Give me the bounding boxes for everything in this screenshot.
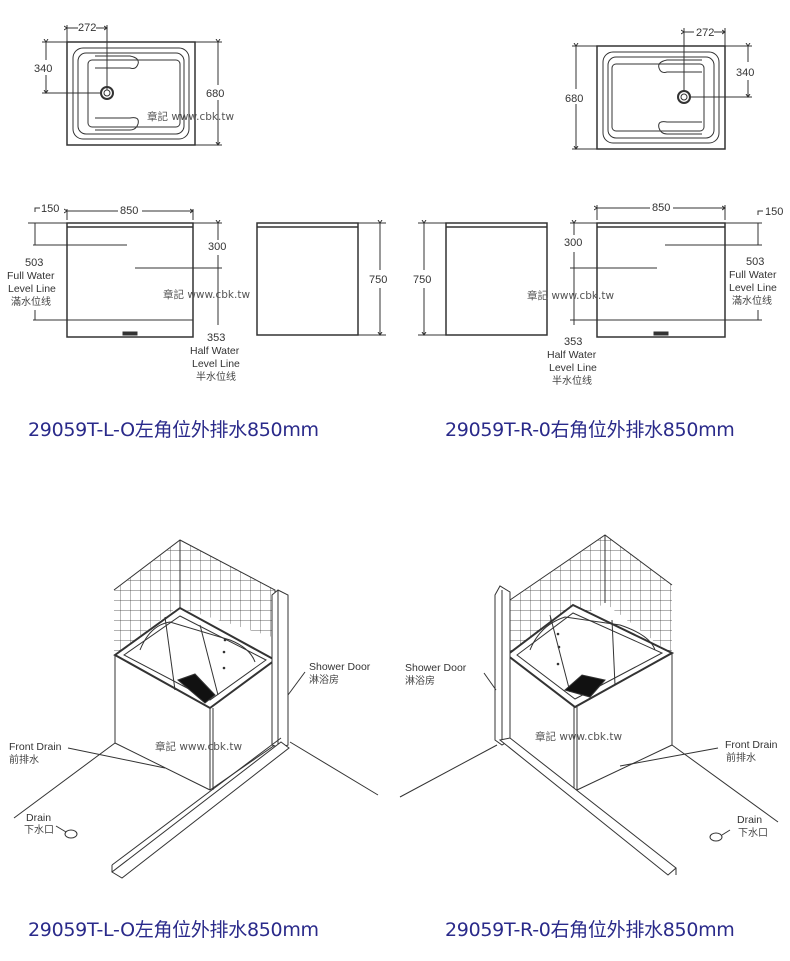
right-full-level: 503 [746,256,764,268]
left-plan-depth: 680 [206,88,224,100]
left-front-top-offset: 150 [41,203,59,215]
left-half-label-cn: 半水位线 [196,370,236,383]
right-front-top-offset: 150 [765,206,783,218]
left-side-height: 750 [369,274,387,286]
right-full-label-cn: 滿水位线 [732,294,772,307]
left-isometric-view [13,539,379,879]
left-full-label-cn: 滿水位线 [11,295,51,308]
right-plan-drain-y: 340 [736,67,754,79]
left-front-view [28,207,222,338]
left-half-label-en1: Half Water [190,345,240,357]
watermark: 章記 www.cbk.tw [147,110,234,123]
left-drain-cn: 下水口 [24,824,54,836]
left-full-level: 503 [25,257,43,269]
right-front-drain-cn: 前排水 [726,751,756,764]
right-half-label-en1: Half Water [547,349,597,361]
left-drain-label: Drain [26,812,51,824]
left-plan-drain-offset: 272 [78,22,96,34]
watermark: 章記 www.cbk.tw [163,288,250,301]
left-shower-door-label: Shower Door [309,661,371,673]
left-front-drain-label: Front Drain [9,741,62,753]
left-model-caption: 29059T-L-O左角位外排水850mm [28,919,319,941]
right-model-caption: 29059T-R-0右角位外排水850mm [445,919,735,941]
watermark: 章記 www.cbk.tw [155,740,242,753]
right-drain-cn: 下水口 [738,827,768,839]
left-full-label-en1: Full Water [7,270,55,282]
right-half-upper: 300 [564,237,582,249]
left-front-drain-cn: 前排水 [9,753,39,766]
right-side-view [418,223,548,335]
right-shower-door-cn: 淋浴房 [405,674,435,687]
right-front-view [570,205,763,338]
left-side-view [256,223,386,335]
watermark: 章記 www.cbk.tw [535,730,622,743]
right-full-label-en1: Full Water [729,269,777,281]
right-half-level: 353 [564,336,582,348]
right-plan-drain-offset: 272 [696,27,714,39]
right-half-label-en2: Level Line [549,362,597,374]
right-side-height: 750 [413,274,431,286]
left-plan-view [42,25,222,145]
right-drain-label: Drain [737,814,762,826]
left-half-level: 353 [207,332,225,344]
right-front-width: 850 [652,202,670,214]
right-full-label-en2: Level Line [729,282,777,294]
right-plan-depth: 680 [565,93,583,105]
right-plan-view [572,28,752,149]
right-isometric-view [399,534,779,876]
left-front-width: 850 [120,205,138,217]
right-shower-door-label: Shower Door [405,662,467,674]
left-shower-door-cn: 淋浴房 [309,673,339,686]
left-model-caption: 29059T-L-O左角位外排水850mm [28,419,319,441]
left-full-label-en2: Level Line [8,283,56,295]
right-model-caption: 29059T-R-0右角位外排水850mm [445,419,735,441]
left-plan-drain-y: 340 [34,63,52,75]
watermark: 章記 www.cbk.tw [527,289,614,302]
right-front-drain-label: Front Drain [725,739,778,751]
right-half-label-cn: 半水位线 [552,374,592,387]
left-half-label-en2: Level Line [192,358,240,370]
left-half-upper: 300 [208,241,226,253]
